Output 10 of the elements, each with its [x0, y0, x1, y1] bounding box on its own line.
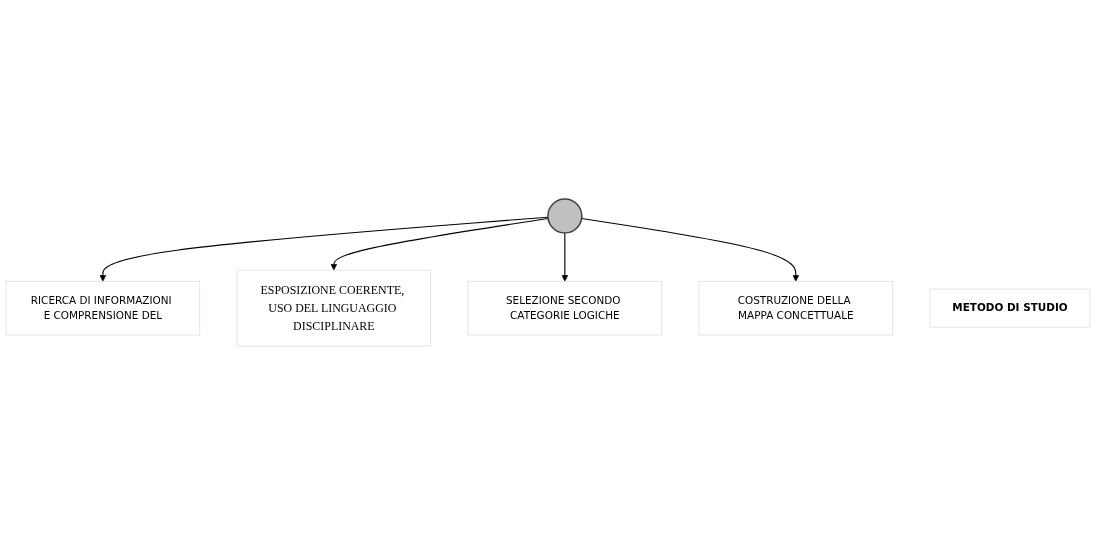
node-box: ESPOSIZIONE COERENTE, USO DEL LINGUAGGIO DISCIPLINARE	[236, 269, 432, 347]
arrow	[99, 216, 549, 282]
node-circle	[547, 198, 583, 234]
arrow	[581, 217, 800, 282]
arrow	[330, 217, 549, 271]
node-box: SELEZIONE SECONDO CATEGORIE LOGICHE	[467, 280, 663, 336]
node-box: COSTRUZIONE DELLA MAPPA CONCETTUALE	[698, 280, 894, 336]
node-box: RICERCA DI INFORMAZIONI E COMPRENSIONE DEL	[5, 280, 201, 336]
arrow	[561, 232, 569, 282]
node-box: METODO DI STUDIO	[929, 288, 1091, 328]
